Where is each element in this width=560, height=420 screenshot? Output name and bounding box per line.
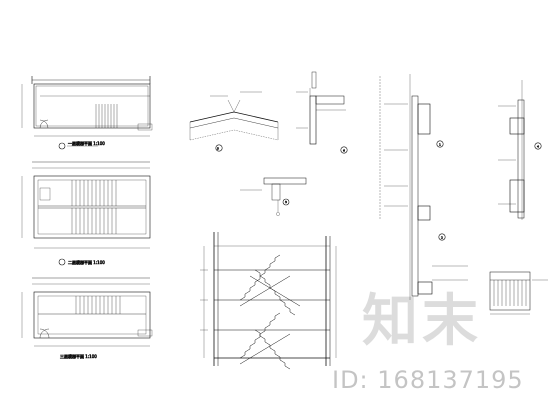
- marker-5: 5: [217, 146, 219, 150]
- stair-plan-2: [21, 161, 151, 266]
- wall-section-4: [498, 80, 542, 220]
- plan-3-caption: 三层楼梯平面 1:100: [60, 353, 97, 359]
- detail-5-roof: [189, 91, 279, 152]
- detail-6-parapet: [296, 71, 348, 154]
- stair-section: [200, 232, 337, 370]
- plan-2-caption: 二层楼梯平面 1:100: [68, 259, 105, 265]
- railing-elevation: [489, 271, 548, 315]
- stair-plan-3: [21, 277, 153, 347]
- marker-4: 4: [537, 144, 539, 148]
- detail-beam: [240, 177, 307, 216]
- marker-1: 1: [439, 142, 441, 146]
- watermark-id: ID: 168137195: [332, 366, 524, 394]
- marker-2: 2: [441, 235, 443, 239]
- marker-3-circle: [282, 198, 290, 206]
- stair-plan-1: [21, 76, 153, 150]
- plan-1-caption: 一层楼梯平面 1:100: [68, 140, 105, 146]
- watermark-brand: 知末: [362, 289, 482, 354]
- marker-3: 3: [285, 200, 287, 204]
- wall-section-1-2: [379, 74, 468, 300]
- marker-6: 6: [343, 148, 345, 152]
